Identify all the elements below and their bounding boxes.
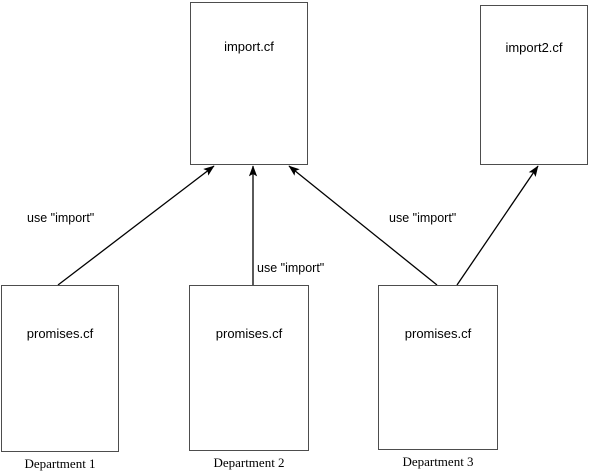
- node-import2-cf[interactable]: import2.cf: [480, 5, 588, 165]
- edge-promises1-import: [57, 165, 215, 286]
- caption-department-2: Department 2: [213, 455, 285, 470]
- caption-department-1: Department 1: [24, 456, 96, 471]
- edge-label-dept1-import: use "import": [27, 211, 95, 225]
- edge-label-dept2-import: use "import": [257, 261, 325, 275]
- edge-promises3-import: [288, 165, 438, 286]
- edge-label-dept3-import: use "import": [389, 211, 457, 225]
- caption-department-3: Department 3: [402, 454, 474, 469]
- node-promises-cf-dept3[interactable]: promises.cf: [378, 285, 498, 450]
- node-promises-cf-dept2[interactable]: promises.cf: [189, 285, 309, 451]
- node-import-cf-label: import.cf: [224, 39, 274, 54]
- node-promises-cf-dept3-label: promises.cf: [404, 326, 472, 341]
- node-import-cf[interactable]: import.cf: [190, 2, 308, 165]
- edge-promises3-import2: [456, 165, 539, 286]
- edges-group: [57, 165, 539, 286]
- node-promises-cf-dept1[interactable]: promises.cf: [1, 285, 119, 452]
- node-promises-cf-dept2-label: promises.cf: [215, 326, 283, 341]
- node-import2-cf-label: import2.cf: [505, 40, 563, 55]
- node-promises-cf-dept1-label: promises.cf: [26, 326, 94, 341]
